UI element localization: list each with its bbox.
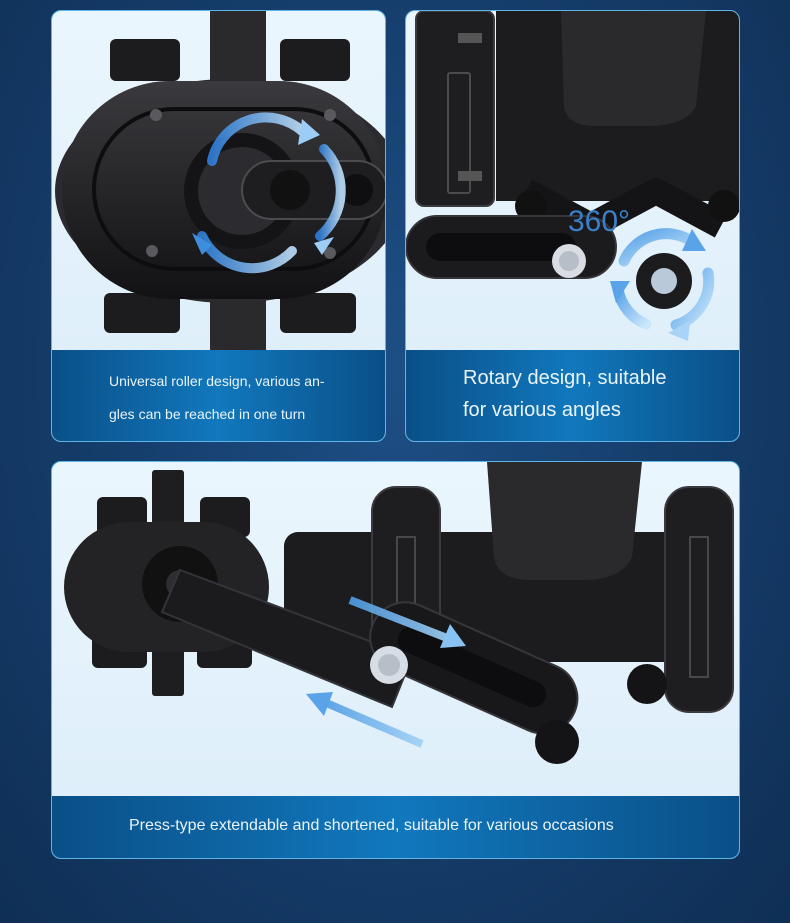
panel-universal-roller: Universal roller design, various an- gle… <box>51 10 386 442</box>
extendable-holder-illustration <box>64 462 734 764</box>
caption-bar: Universal roller design, various an- gle… <box>52 350 385 441</box>
caption-bar: Rotary design, suitable for various angl… <box>406 350 739 441</box>
roller-holder-illustration <box>55 11 385 356</box>
caption-line-1: Universal roller design, various an- <box>109 373 325 389</box>
caption-text: Press-type extendable and shortened, sui… <box>129 817 614 834</box>
extend-arrows-icon <box>306 596 466 748</box>
rotation-badge: 360° <box>568 205 630 238</box>
rotary-holder-illustration: 360° <box>406 11 739 341</box>
caption-line-2: gles can be reached in one turn <box>109 406 306 422</box>
caption-line-1: Rotary design, suitable <box>463 367 667 389</box>
panel-rotary-design: 360° Rotary design, suitable for various… <box>405 10 740 442</box>
caption-line-2: for various angles <box>463 399 621 421</box>
rotate-arrows-icon <box>197 112 346 274</box>
caption-bar: Press-type extendable and shortened, sui… <box>52 796 739 858</box>
panel-extendable: Press-type extendable and shortened, sui… <box>51 461 740 859</box>
